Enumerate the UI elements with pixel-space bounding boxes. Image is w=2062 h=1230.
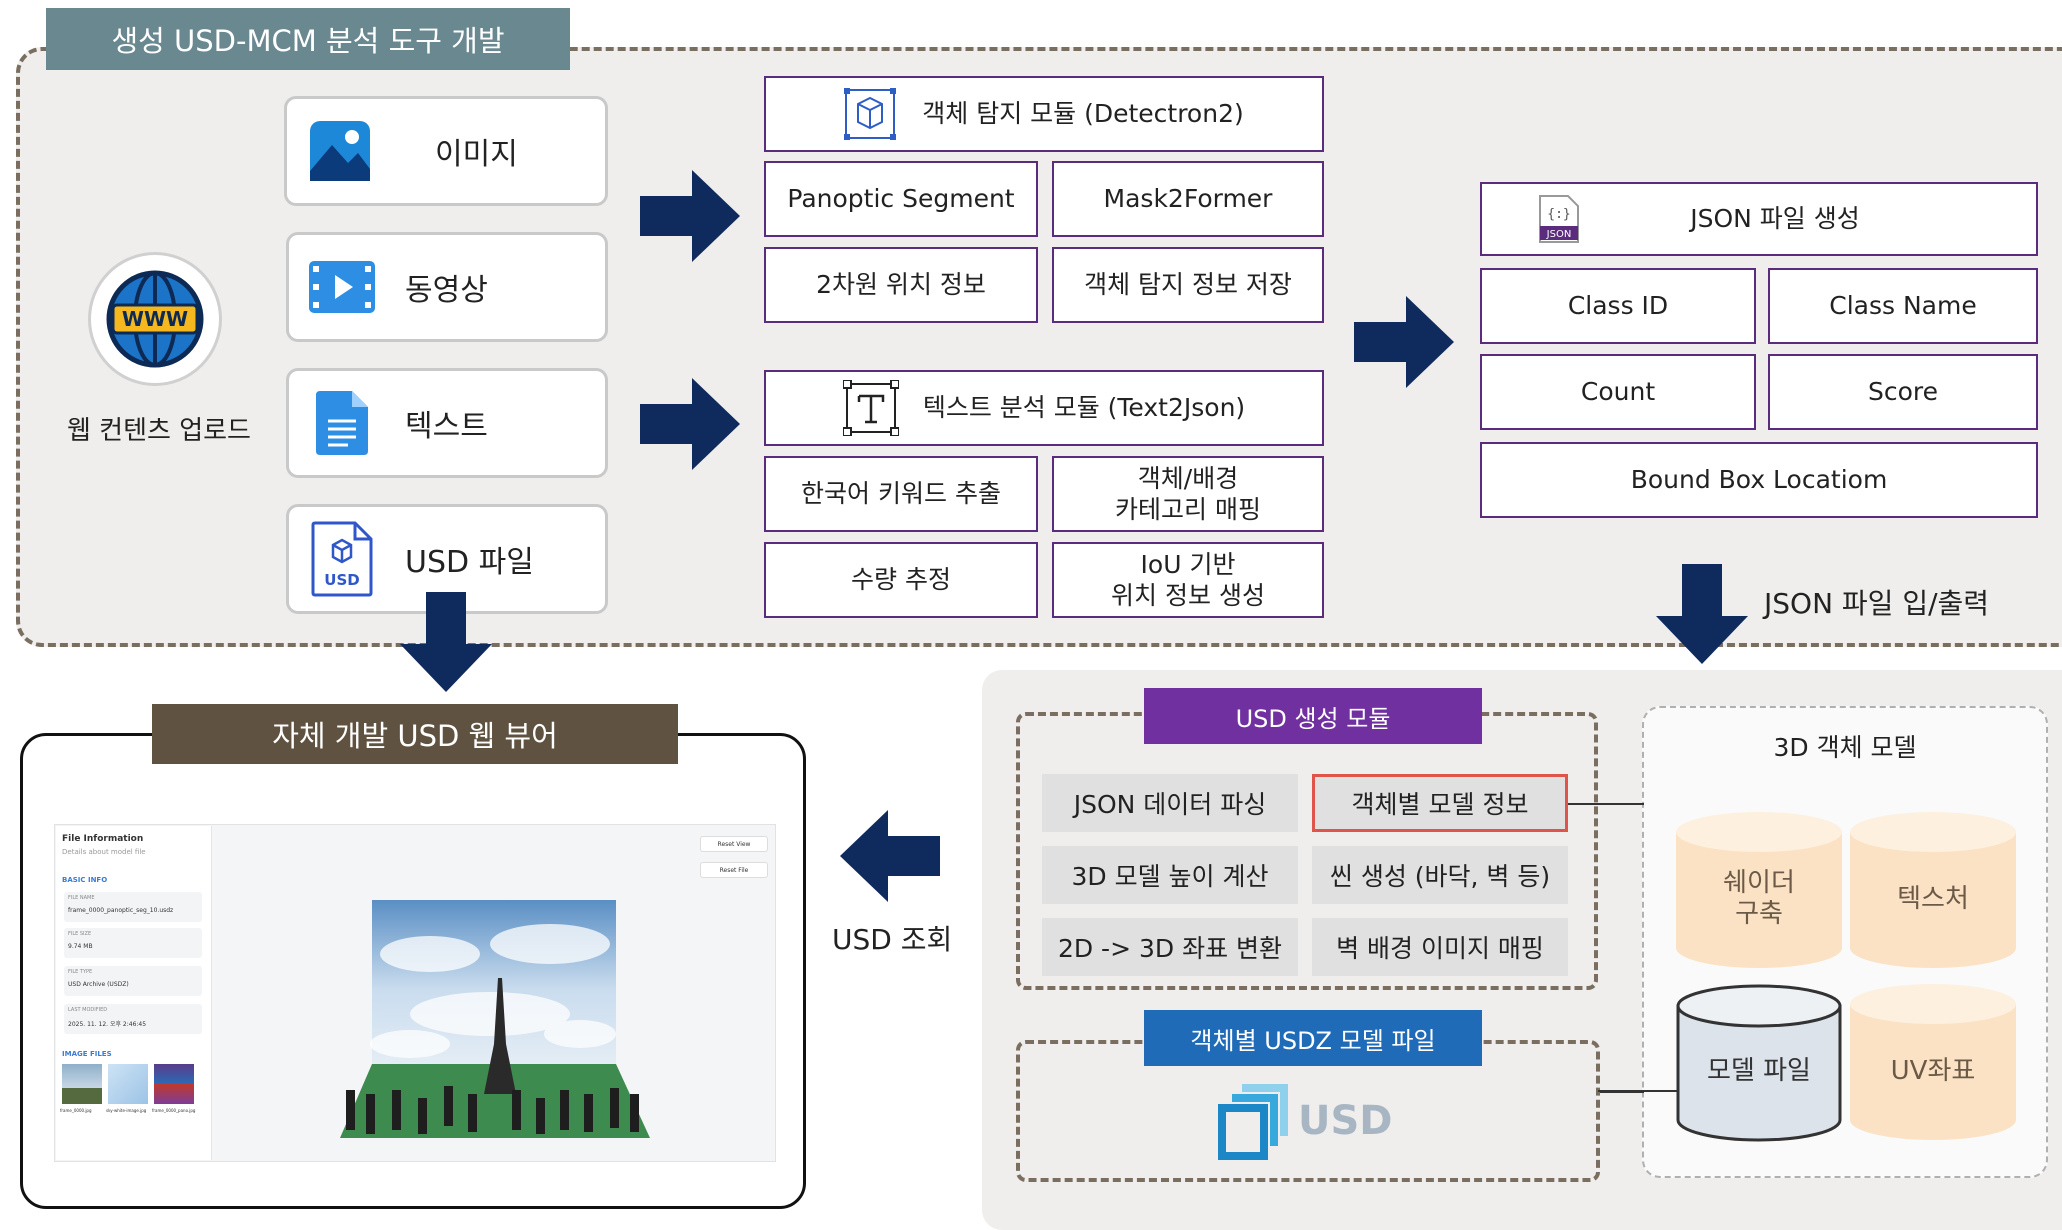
thumbnail-sky [108, 1064, 148, 1104]
usd-logo-icon [1218, 1084, 1288, 1160]
json-cell: Count [1480, 354, 1756, 430]
usd-cell: 벽 배경 이미지 매핑 [1312, 918, 1568, 976]
thumbnail-panoptic [154, 1064, 194, 1104]
thumbnail-eiffel [62, 1064, 102, 1104]
thumbnail-caption: frame_0000_pano.jpg [152, 1108, 196, 1113]
cube-icon [844, 88, 897, 140]
connector-line [1598, 1090, 1678, 1092]
field-value: USD Archive (USDZ) [68, 981, 129, 988]
connector-line [1568, 803, 1644, 1093]
text-cell: IoU 기반 위치 정보 생성 [1052, 542, 1324, 618]
arrow-left-icon [840, 810, 940, 902]
usd-cell: 2D -> 3D 좌표 변환 [1042, 918, 1298, 976]
reset-view-button[interactable]: Reset View [700, 836, 768, 852]
json-module-label: JSON 파일 생성 [1690, 204, 1860, 234]
shader-label: 쉐이더 구축 [1723, 868, 1795, 930]
document-icon [305, 386, 379, 460]
usd-cell: JSON 데이터 파싱 [1042, 774, 1298, 832]
page-title: 생성 USD-MCM 분석 도구 개발 [46, 8, 570, 70]
json-cell: Score [1768, 354, 2038, 430]
file-info-subtitle: Details about model file [62, 848, 146, 856]
arrow-down-icon [400, 592, 492, 692]
arrow-right-icon [640, 170, 740, 262]
web-upload-label: 웹 컨텐츠 업로드 [67, 416, 251, 446]
arrow-down-icon [1656, 564, 1748, 664]
usd-cell: 3D 모델 높이 계산 [1042, 846, 1298, 904]
file-info-title: File Information [62, 834, 144, 844]
field-label: FILE NAME [68, 895, 95, 901]
usd-module-title: USD 생성 모듈 [1144, 688, 1482, 744]
web-upload-globe: WWW [88, 252, 222, 386]
usd-cell-highlighted: 객체별 모델 정보 [1312, 774, 1568, 832]
www-text: WWW [122, 307, 188, 331]
model-file-cylinder [1676, 984, 1842, 1142]
field-label: LAST MODIFIED [68, 1007, 108, 1013]
json-file-icon: {:} JSON [1539, 195, 1580, 243]
usd-file-icon-text: USD [324, 571, 359, 589]
field-label: FILE SIZE [68, 931, 92, 937]
uv-label: UV좌표 [1890, 1056, 1976, 1086]
field-value: 2025. 11. 12. 오후 2:46:45 [68, 1021, 147, 1028]
model-file-label: 모델 파일 [1707, 1056, 1811, 1086]
field-card [64, 928, 202, 958]
reset-file-button[interactable]: Reset File [700, 862, 768, 878]
www-globe-icon: WWW [106, 270, 204, 368]
source-text-label: 텍스트 [405, 409, 488, 444]
texture-label: 텍스처 [1897, 884, 1969, 914]
json-cell: Class Name [1768, 268, 2038, 344]
uv-cylinder [1850, 984, 2016, 1140]
image-files-label: IMAGE FILES [62, 1050, 112, 1058]
texture-cylinder [1850, 812, 2016, 968]
source-image: 이미지 [284, 96, 608, 206]
json-file-icon-glyph: {:} [1547, 207, 1570, 222]
text-cell: 한국어 키워드 추출 [764, 456, 1038, 532]
detection-cell: Panoptic Segment [764, 161, 1038, 237]
usdz-file-title: 객체별 USDZ 모델 파일 [1144, 1010, 1482, 1066]
source-image-label: 이미지 [435, 137, 518, 172]
usd-cell: 씬 생성 (바닥, 벽 등) [1312, 846, 1568, 904]
text-cell: 객체/배경 카테고리 매핑 [1052, 456, 1324, 532]
detection-cell: 2차원 위치 정보 [764, 247, 1038, 323]
field-label: FILE TYPE [68, 969, 93, 975]
detection-module-label: 객체 탐지 모듈 (Detectron2) [922, 99, 1244, 129]
source-video-label: 동영상 [405, 273, 488, 308]
viewer-title: 자체 개발 USD 웹 뷰어 [152, 704, 678, 764]
json-wide-cell: Bound Box Locatiom [1480, 442, 2038, 518]
source-text: 텍스트 [286, 368, 608, 478]
json-file-icon-badge: JSON [1546, 229, 1572, 240]
shader-cylinder [1676, 812, 1842, 968]
basic-info-label: BASIC INFO [62, 876, 108, 884]
text-module-label: 텍스트 분석 모듈 (Text2Json) [922, 393, 1246, 423]
source-video: 동영상 [286, 232, 608, 342]
text-module-title: 텍스트 분석 모듈 (Text2Json) [764, 370, 1324, 446]
field-value: frame_0000_panoptic_seg_10.usdz [68, 907, 174, 914]
usd-lookup-label: USD 조회 [832, 923, 953, 956]
detection-cell: 객체 탐지 정보 저장 [1052, 247, 1324, 323]
json-cell: Class ID [1480, 268, 1756, 344]
text-cell: 수량 추정 [764, 542, 1038, 618]
field-card [64, 966, 202, 996]
image-icon [303, 114, 377, 188]
thumbnail-caption: frame_0000.jpg [60, 1108, 92, 1113]
model-3d-title: 3D 객체 모델 [1773, 733, 1917, 762]
usd-file-icon: USD [305, 521, 379, 597]
arrow-right-icon [640, 378, 740, 470]
thumbnail-caption: sky-white-image.jpg [106, 1108, 147, 1113]
field-card [64, 892, 202, 922]
usd-3d-scene [340, 900, 650, 1138]
usd-logo-text: USD [1298, 1098, 1393, 1144]
detection-module-title: 객체 탐지 모듈 (Detectron2) [764, 76, 1324, 152]
json-io-label: JSON 파일 입/출력 [1764, 587, 1990, 620]
source-usd-label: USD 파일 [405, 545, 534, 580]
arrow-right-icon [1354, 296, 1454, 388]
detection-cell: Mask2Former [1052, 161, 1324, 237]
field-card [64, 1004, 202, 1034]
field-value: 9.74 MB [68, 943, 93, 950]
video-icon [305, 250, 379, 324]
json-module-title: {:} JSON JSON 파일 생성 [1480, 182, 2038, 256]
text-tool-icon [842, 380, 899, 436]
usd-logo: USD [1218, 1080, 1418, 1162]
